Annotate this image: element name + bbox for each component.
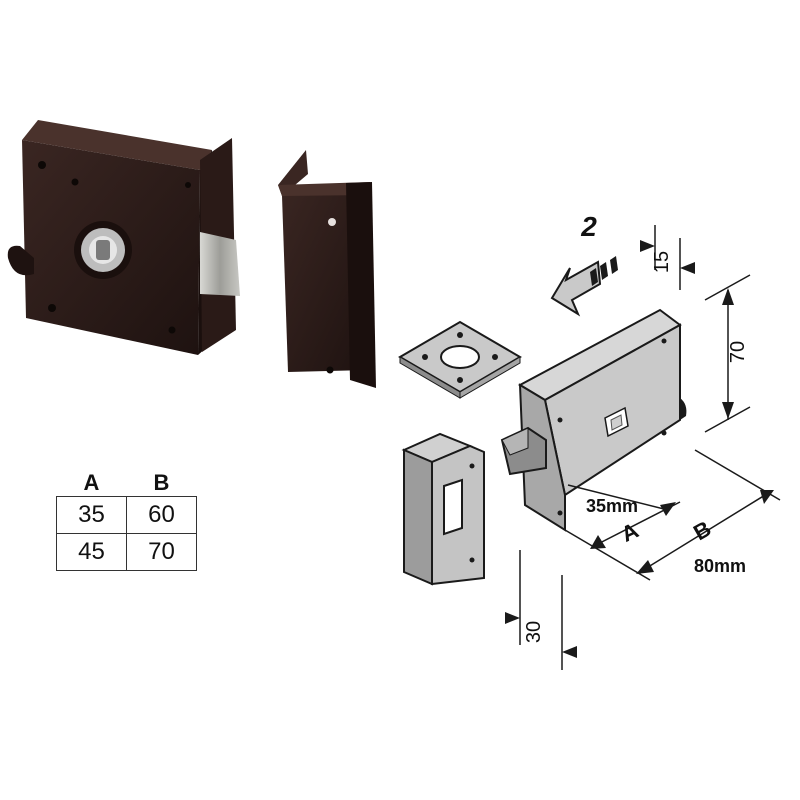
dim-15-label: 15 [651, 251, 673, 273]
dim-80mm-label: 80mm [694, 556, 746, 576]
dim-a-label: A [617, 517, 642, 546]
dim-30-label: 30 [523, 621, 545, 643]
column-header-a: A [83, 470, 100, 495]
lock-body-photo [7, 120, 240, 355]
dimension-a [567, 484, 681, 549]
table-header-row: A B [57, 470, 197, 497]
column-header-b: B [153, 470, 170, 495]
dim-70-label: 70 [727, 341, 749, 363]
table-row: 35 60 [56, 496, 197, 534]
dim-35mm-label: 35mm [586, 496, 638, 516]
lock-body-drawing [500, 308, 687, 532]
dimension-30 [505, 550, 577, 670]
table-cell: 60 [126, 496, 197, 534]
table-cell: 45 [56, 533, 127, 571]
dimension-70 [704, 274, 751, 433]
step-number-label: 2 [580, 211, 597, 242]
dimensions-table: A B 35 60 45 70 [56, 470, 197, 571]
dimension-b [564, 449, 781, 581]
table-row: 45 70 [56, 533, 197, 571]
keeper-drawing [401, 432, 485, 586]
direction-arrow-icon [550, 256, 618, 317]
dimension-15 [640, 225, 695, 290]
table-cell: 70 [126, 533, 197, 571]
fixing-plate-drawing [398, 320, 522, 399]
keeper-photo [278, 150, 376, 388]
table-cell: 35 [56, 496, 127, 534]
dim-b-label: B [689, 516, 715, 546]
